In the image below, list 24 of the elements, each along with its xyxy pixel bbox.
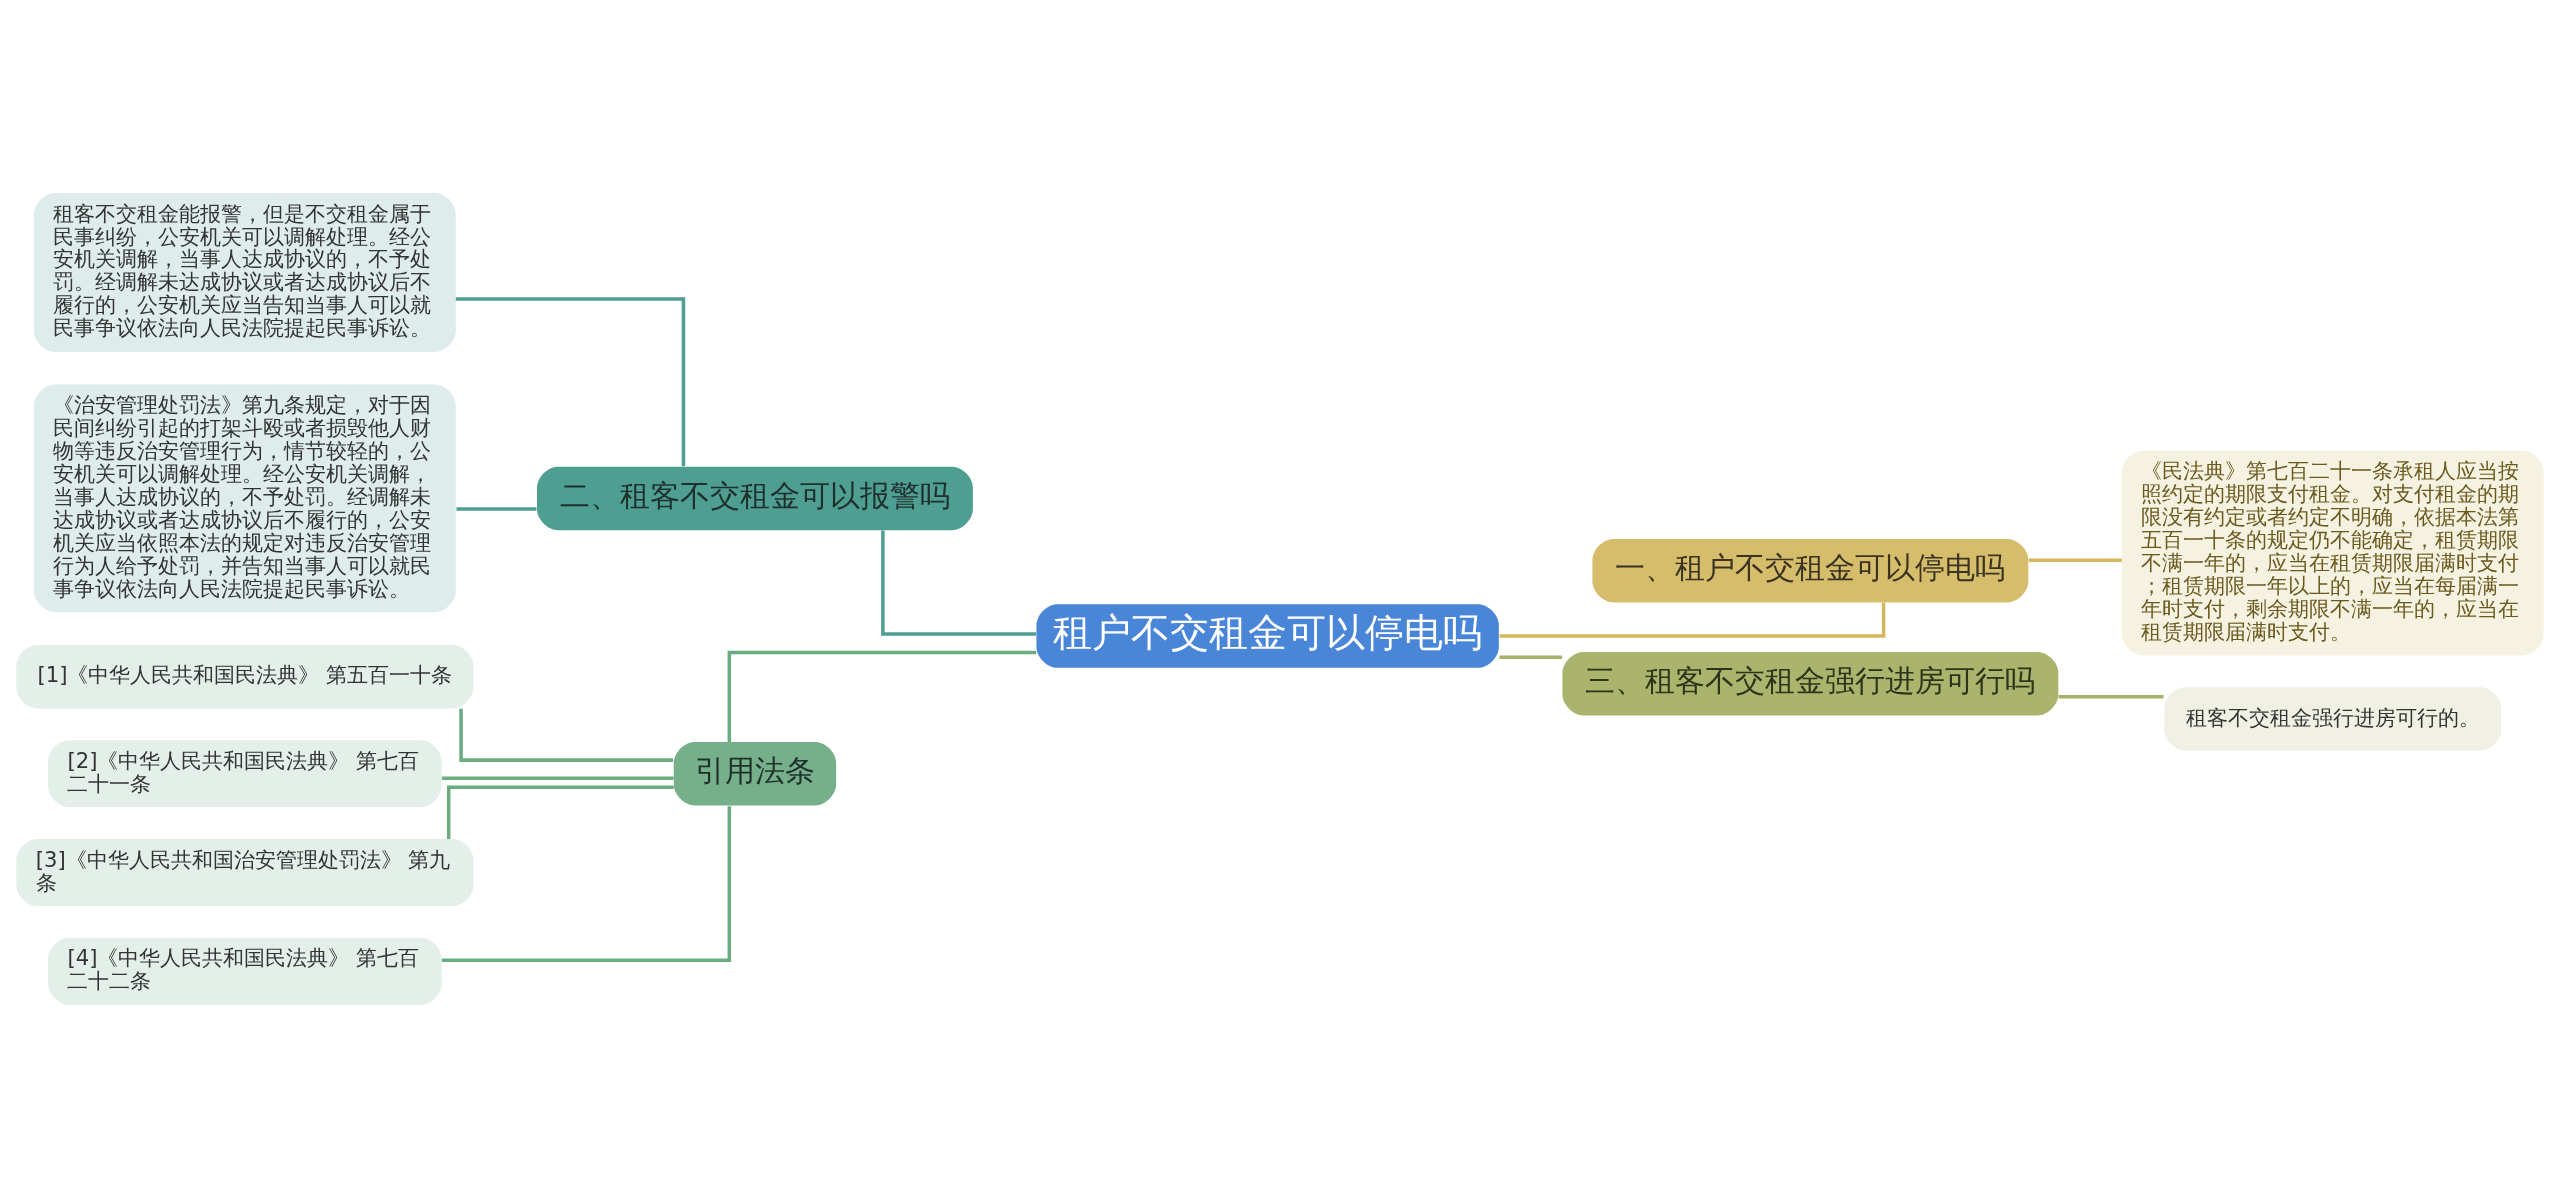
node-box: 《治安管理处罚法》第九条规定，对于因民间纠纷引起的打架斗殴或者损毁他人财物等违反治安管理行为，情节较轻的，公安机关可以调解处理。经公安机关调解，当事人达成协议的，不予处罚。经调解未达成协议或者达成协议后不履行的，公安机关应当依照本法的规定对违反治安管理行为人给予处罚，并告知当事人可以就民事争议依法向人民法院提起民事诉讼。 xyxy=(33,384,456,612)
node-box: [4]《中华人民共和国民法典》 第七百二十二条 xyxy=(48,937,442,1005)
node-box: 引用法条 xyxy=(673,741,837,805)
connector xyxy=(456,506,537,511)
connector xyxy=(727,650,1037,742)
connector xyxy=(1499,654,1563,659)
connector xyxy=(881,530,1037,636)
connector xyxy=(441,805,732,962)
connector xyxy=(459,708,674,762)
connector xyxy=(442,776,674,780)
node-box: 租户不交租金可以停电吗 xyxy=(1036,603,1499,668)
node-box: 二、租客不交租金可以报警吗 xyxy=(536,466,973,530)
node-box: [3]《中华人民共和国治安管理处罚法》 第九条 xyxy=(16,838,474,906)
connector xyxy=(446,785,674,839)
connector xyxy=(2058,694,2164,698)
connector xyxy=(2028,557,2122,562)
node-box: 租客不交租金能报警，但是不交租金属于民事纠纷，公安机关可以调解处理。经公安机关调解，当事人达成协议的，不予处罚。经调解未达成协议或者达成协议后不履行的，公安机关应当告知当事人可以就民事争议依法向人民法院提起民事诉讼。 xyxy=(33,192,456,352)
node-box: 三、租客不交租金强行进房可行吗 xyxy=(1562,651,2059,715)
node-box: 一、租户不交租金可以停电吗 xyxy=(1592,538,2029,603)
node-box: 《民法典》第七百二十一条承租人应当按照约定的期限支付租金。对支付租金的期限没有约定或者约定不明确，依据本法第五百一十条的规定仍不能确定，租赁期限不满一年的，应当在租赁期限届满时支付；租赁期限一年以上的，应当在每届满一年时支付，剩余期限不满一年的，应当在租赁期限届满时支付。 xyxy=(2121,450,2544,655)
node-box: 租客不交租金强行进房可行的。 xyxy=(2164,686,2502,751)
node-box: [1]《中华人民共和国民法典》 第五百一十条 xyxy=(16,644,474,708)
node-box: [2]《中华人民共和国民法典》 第七百二十一条 xyxy=(48,739,442,807)
connector xyxy=(455,296,686,466)
